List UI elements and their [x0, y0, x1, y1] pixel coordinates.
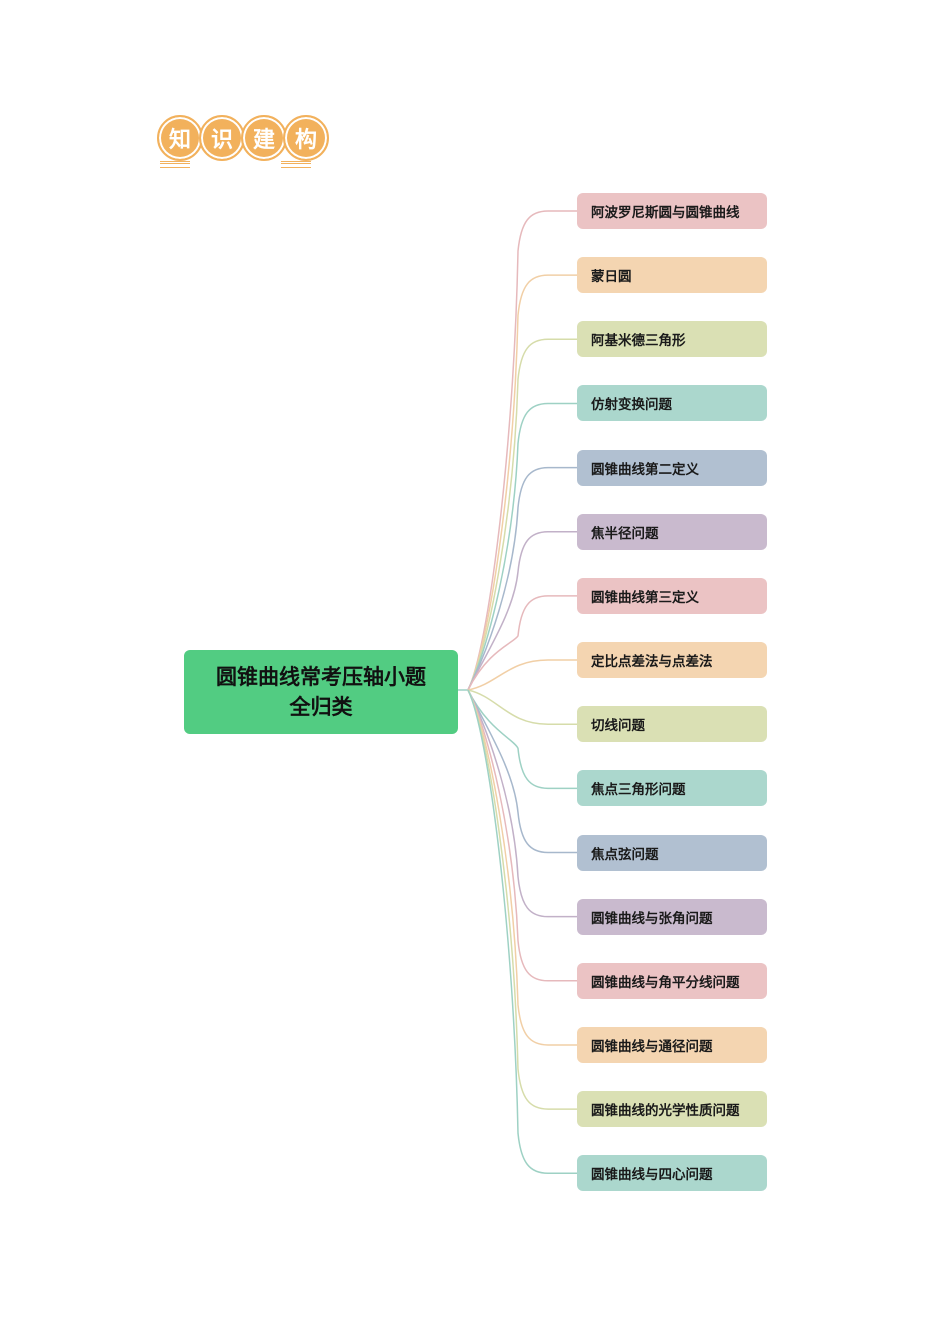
child-node[interactable]: 阿基米德三角形: [577, 321, 767, 358]
root-node[interactable]: 圆锥曲线常考压轴小题 全归类: [184, 650, 458, 734]
child-node[interactable]: 圆锥曲线与张角问题: [577, 898, 767, 935]
badge-underline-left: [160, 161, 190, 168]
child-node-label: 圆锥曲线与四心问题: [591, 1167, 713, 1184]
connector-line: [467, 210, 577, 691]
connector-line: [467, 689, 577, 725]
connector-line: [467, 402, 577, 691]
badge-char: 识: [199, 115, 245, 161]
connector-line: [467, 659, 577, 691]
root-node-label: 圆锥曲线常考压轴小题 全归类: [216, 662, 426, 722]
root-label-line-1: 圆锥曲线常考压轴小题: [216, 665, 426, 689]
child-node-label: 仿射变换问题: [591, 397, 672, 414]
connector-line: [467, 689, 577, 982]
child-node-label: 蒙日圆: [591, 269, 632, 286]
child-node-label: 焦点弦问题: [591, 846, 659, 863]
connector-line: [467, 689, 577, 1046]
child-node[interactable]: 阿波罗尼斯圆与圆锥曲线: [577, 193, 767, 229]
child-node[interactable]: 焦点三角形问题: [577, 770, 767, 807]
child-node-label: 圆锥曲线与张角问题: [591, 910, 713, 927]
connector-line: [467, 689, 577, 918]
connector-line: [467, 689, 577, 1110]
child-node[interactable]: 焦半径问题: [577, 513, 767, 550]
connector-line: [467, 689, 577, 1174]
connector-line: [467, 274, 577, 691]
section-title-badge: 知 识 建 构: [157, 115, 329, 163]
root-label-line-2: 全归类: [289, 695, 353, 719]
child-node-label: 焦半径问题: [591, 525, 659, 542]
child-node[interactable]: 圆锥曲线的光学性质问题: [577, 1091, 767, 1128]
child-node[interactable]: 切线问题: [577, 706, 767, 743]
child-node[interactable]: 仿射变换问题: [577, 385, 767, 422]
badge-char: 知: [157, 115, 203, 161]
connector-line: [467, 689, 577, 854]
child-node-label: 圆锥曲线的光学性质问题: [591, 1103, 740, 1120]
connector-line: [467, 531, 577, 691]
badge-char: 构: [283, 115, 329, 161]
child-node[interactable]: 圆锥曲线第三定义: [577, 577, 767, 614]
child-node-label: 圆锥曲线第三定义: [591, 589, 699, 606]
connector-line: [467, 338, 577, 691]
child-node[interactable]: 焦点弦问题: [577, 834, 767, 871]
child-node-label: 阿波罗尼斯圆与圆锥曲线: [591, 205, 740, 221]
child-node[interactable]: 圆锥曲线第二定义: [577, 449, 767, 486]
connector-line: [467, 466, 577, 691]
child-node-label: 圆锥曲线与角平分线问题: [591, 974, 740, 991]
child-node[interactable]: 圆锥曲线与通径问题: [577, 1026, 767, 1063]
child-node[interactable]: 蒙日圆: [577, 257, 767, 294]
child-node-label: 圆锥曲线与通径问题: [591, 1038, 713, 1055]
child-node-label: 圆锥曲线第二定义: [591, 461, 699, 478]
badge-underline-right: [281, 161, 311, 168]
child-node-label: 阿基米德三角形: [591, 333, 686, 350]
connector-line: [467, 689, 577, 790]
child-node-label: 切线问题: [591, 718, 645, 735]
child-node-label: 焦点三角形问题: [591, 782, 686, 799]
connector-line: [467, 595, 577, 691]
badge-char: 建: [241, 115, 287, 161]
child-node[interactable]: 圆锥曲线与四心问题: [577, 1155, 767, 1192]
child-node-label: 定比点差法与点差法: [591, 654, 713, 671]
child-node[interactable]: 圆锥曲线与角平分线问题: [577, 962, 767, 999]
child-node[interactable]: 定比点差法与点差法: [577, 642, 767, 679]
